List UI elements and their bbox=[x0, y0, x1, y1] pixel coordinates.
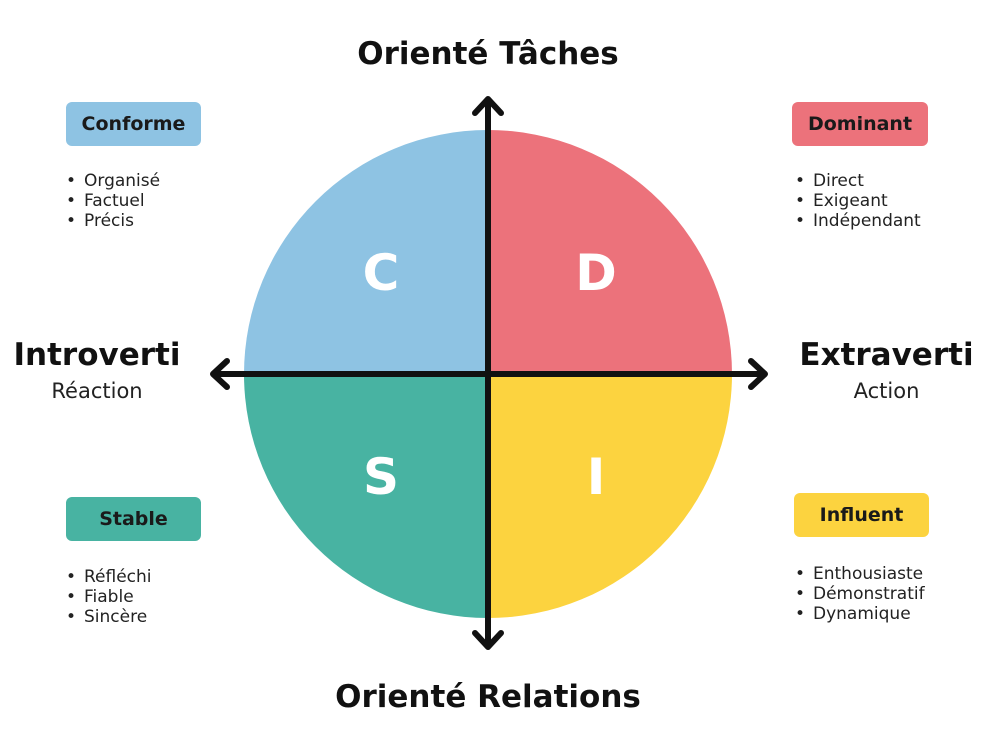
axis-top-label: Orienté Tâches bbox=[357, 36, 619, 72]
axis-right-title: Extraverti bbox=[799, 337, 974, 373]
trait-item: Fiable bbox=[66, 587, 152, 607]
axis-left-title: Introverti bbox=[13, 337, 181, 373]
traits-influent: Enthousiaste Démonstratif Dynamique bbox=[795, 564, 925, 624]
trait-item: Organisé bbox=[66, 171, 160, 191]
traits-stable: Réfléchi Fiable Sincère bbox=[66, 567, 152, 627]
axis-right-subtitle: Action bbox=[853, 379, 920, 403]
axis-bottom-label: Orienté Relations bbox=[335, 679, 641, 715]
trait-item: Réfléchi bbox=[66, 567, 152, 587]
trait-item: Dynamique bbox=[795, 604, 925, 624]
trait-item: Indépendant bbox=[795, 211, 921, 231]
quadrant-i-letter: I bbox=[587, 448, 606, 506]
trait-item: Direct bbox=[795, 171, 921, 191]
horizontal-axis-arrow bbox=[210, 358, 768, 390]
badge-influent: Influent bbox=[794, 493, 929, 537]
traits-conforme: Organisé Factuel Précis bbox=[66, 171, 160, 231]
trait-item: Exigeant bbox=[795, 191, 921, 211]
quadrant-c-letter: C bbox=[363, 244, 400, 302]
trait-item: Enthousiaste bbox=[795, 564, 925, 584]
badge-dominant: Dominant bbox=[792, 102, 928, 146]
badge-stable: Stable bbox=[66, 497, 201, 541]
badge-conforme: Conforme bbox=[66, 102, 201, 146]
quadrant-c bbox=[244, 130, 488, 374]
trait-item: Précis bbox=[66, 211, 160, 231]
quadrant-i bbox=[488, 374, 732, 618]
traits-dominant: Direct Exigeant Indépendant bbox=[795, 171, 921, 231]
quadrant-d bbox=[488, 130, 732, 374]
trait-item: Sincère bbox=[66, 607, 152, 627]
trait-item: Factuel bbox=[66, 191, 160, 211]
quadrant-s-letter: S bbox=[363, 448, 399, 506]
quadrant-s bbox=[244, 374, 488, 618]
axis-left-subtitle: Réaction bbox=[51, 379, 143, 403]
quadrant-d-letter: D bbox=[575, 244, 617, 302]
trait-item: Démonstratif bbox=[795, 584, 925, 604]
